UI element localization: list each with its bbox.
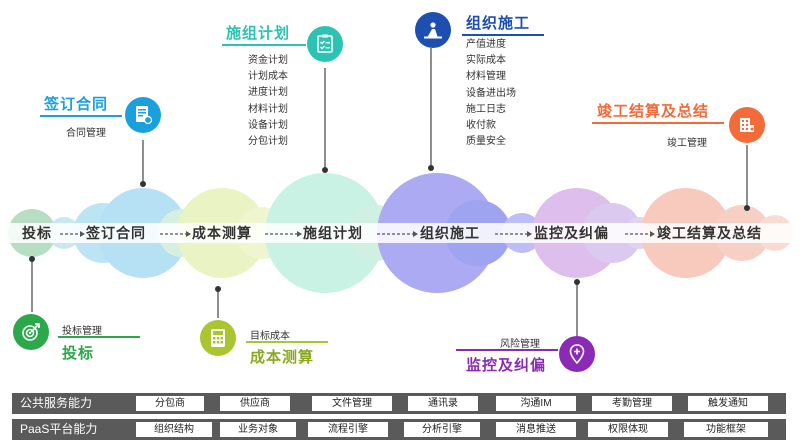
sign-contract-title: 签订合同	[44, 96, 109, 113]
stage-org-construction: 组织施工	[420, 225, 480, 241]
list-item: 设备进出场	[466, 87, 516, 99]
paas-label: PaaS平台能力	[20, 422, 98, 436]
worker-icon	[415, 12, 451, 48]
capability-item: 通讯录	[408, 396, 478, 411]
bidding-underline	[58, 336, 140, 338]
capability-item: 供应商	[220, 396, 290, 411]
completion-title: 竣工结算及总结	[597, 103, 710, 120]
completion-subtitle: 竣工管理	[667, 138, 707, 149]
monitoring-title: 监控及纠偏	[466, 357, 547, 374]
completion-underline	[592, 122, 724, 124]
monitoring-underline	[456, 349, 558, 351]
public-service-items: 分包商 供应商 文件管理 通讯录 沟通IM 考勤管理 触发通知	[0, 393, 800, 414]
capability-item: 触发通知	[688, 396, 768, 411]
list-item: 资金计划	[248, 55, 288, 66]
cost-estimation-underline	[246, 341, 328, 343]
paas-items: 组织结构 业务对象 流程引擎 分析引擎 消息推送 权限体现 功能框架	[0, 419, 800, 440]
capability-item: 考勤管理	[592, 396, 672, 411]
list-item: 设备计划	[248, 119, 288, 131]
capability-item: 分析引擎	[404, 422, 480, 437]
capability-item: 流程引擎	[308, 422, 388, 437]
construction-plan-underline	[222, 44, 306, 46]
cost-estimation-subtitle: 目标成本	[250, 331, 290, 342]
building-icon	[729, 107, 765, 143]
public-service-label: 公共服务能力	[20, 396, 93, 410]
cost-estimation-title: 成本测算	[250, 349, 315, 366]
checklist-icon	[307, 26, 343, 62]
calculator-icon	[200, 320, 236, 356]
capability-item: 文件管理	[312, 396, 392, 411]
org-construction-title: 组织施工	[466, 15, 531, 32]
bidding-title: 投标	[62, 345, 95, 362]
capability-item: 业务对象	[220, 422, 296, 437]
list-item: 进度计划	[248, 87, 288, 99]
location-pin-icon	[559, 336, 595, 372]
stage-construction-plan: 施组计划	[303, 225, 363, 241]
list-item: 施工日志	[466, 103, 506, 115]
stage-cost-estimation: 成本测算	[192, 225, 252, 241]
capability-item: 沟通IM	[496, 396, 576, 411]
capability-item: 消息推送	[496, 422, 576, 437]
list-item: 质量安全	[466, 136, 506, 148]
sign-contract-underline	[40, 115, 122, 117]
target-icon	[13, 314, 49, 350]
contract-icon	[125, 97, 161, 133]
stage-bidding: 投标	[22, 225, 52, 241]
list-item: 实际成本	[466, 55, 506, 67]
capability-item: 功能框架	[684, 422, 768, 437]
org-construction-list: 产值进度 实际成本 材料管理 设备进出场 施工日志 收付款 质量安全	[466, 37, 516, 150]
org-construction-underline	[462, 34, 544, 36]
list-item: 材料管理	[466, 71, 506, 83]
list-item: 分包计划	[248, 136, 288, 148]
bidding-subtitle: 投标管理	[62, 326, 102, 337]
list-item: 材料计划	[248, 103, 288, 115]
construction-plan-title: 施组计划	[226, 25, 291, 42]
stage-completion: 竣工结算及总结	[657, 225, 762, 241]
list-item: 产值进度	[466, 39, 506, 50]
capability-item: 权限体现	[588, 422, 668, 437]
stage-monitoring: 监控及纠偏	[534, 225, 609, 241]
stage-sign-contract: 签订合同	[86, 225, 146, 241]
sign-contract-subtitle: 合同管理	[66, 128, 106, 139]
construction-plan-list: 资金计划 计划成本 进度计划 材料计划 设备计划 分包计划	[248, 53, 288, 150]
monitoring-subtitle: 风险管理	[500, 339, 540, 350]
capability-item: 分包商	[136, 396, 204, 411]
list-item: 收付款	[466, 120, 496, 132]
capability-item: 组织结构	[136, 422, 212, 437]
list-item: 计划成本	[248, 71, 288, 83]
